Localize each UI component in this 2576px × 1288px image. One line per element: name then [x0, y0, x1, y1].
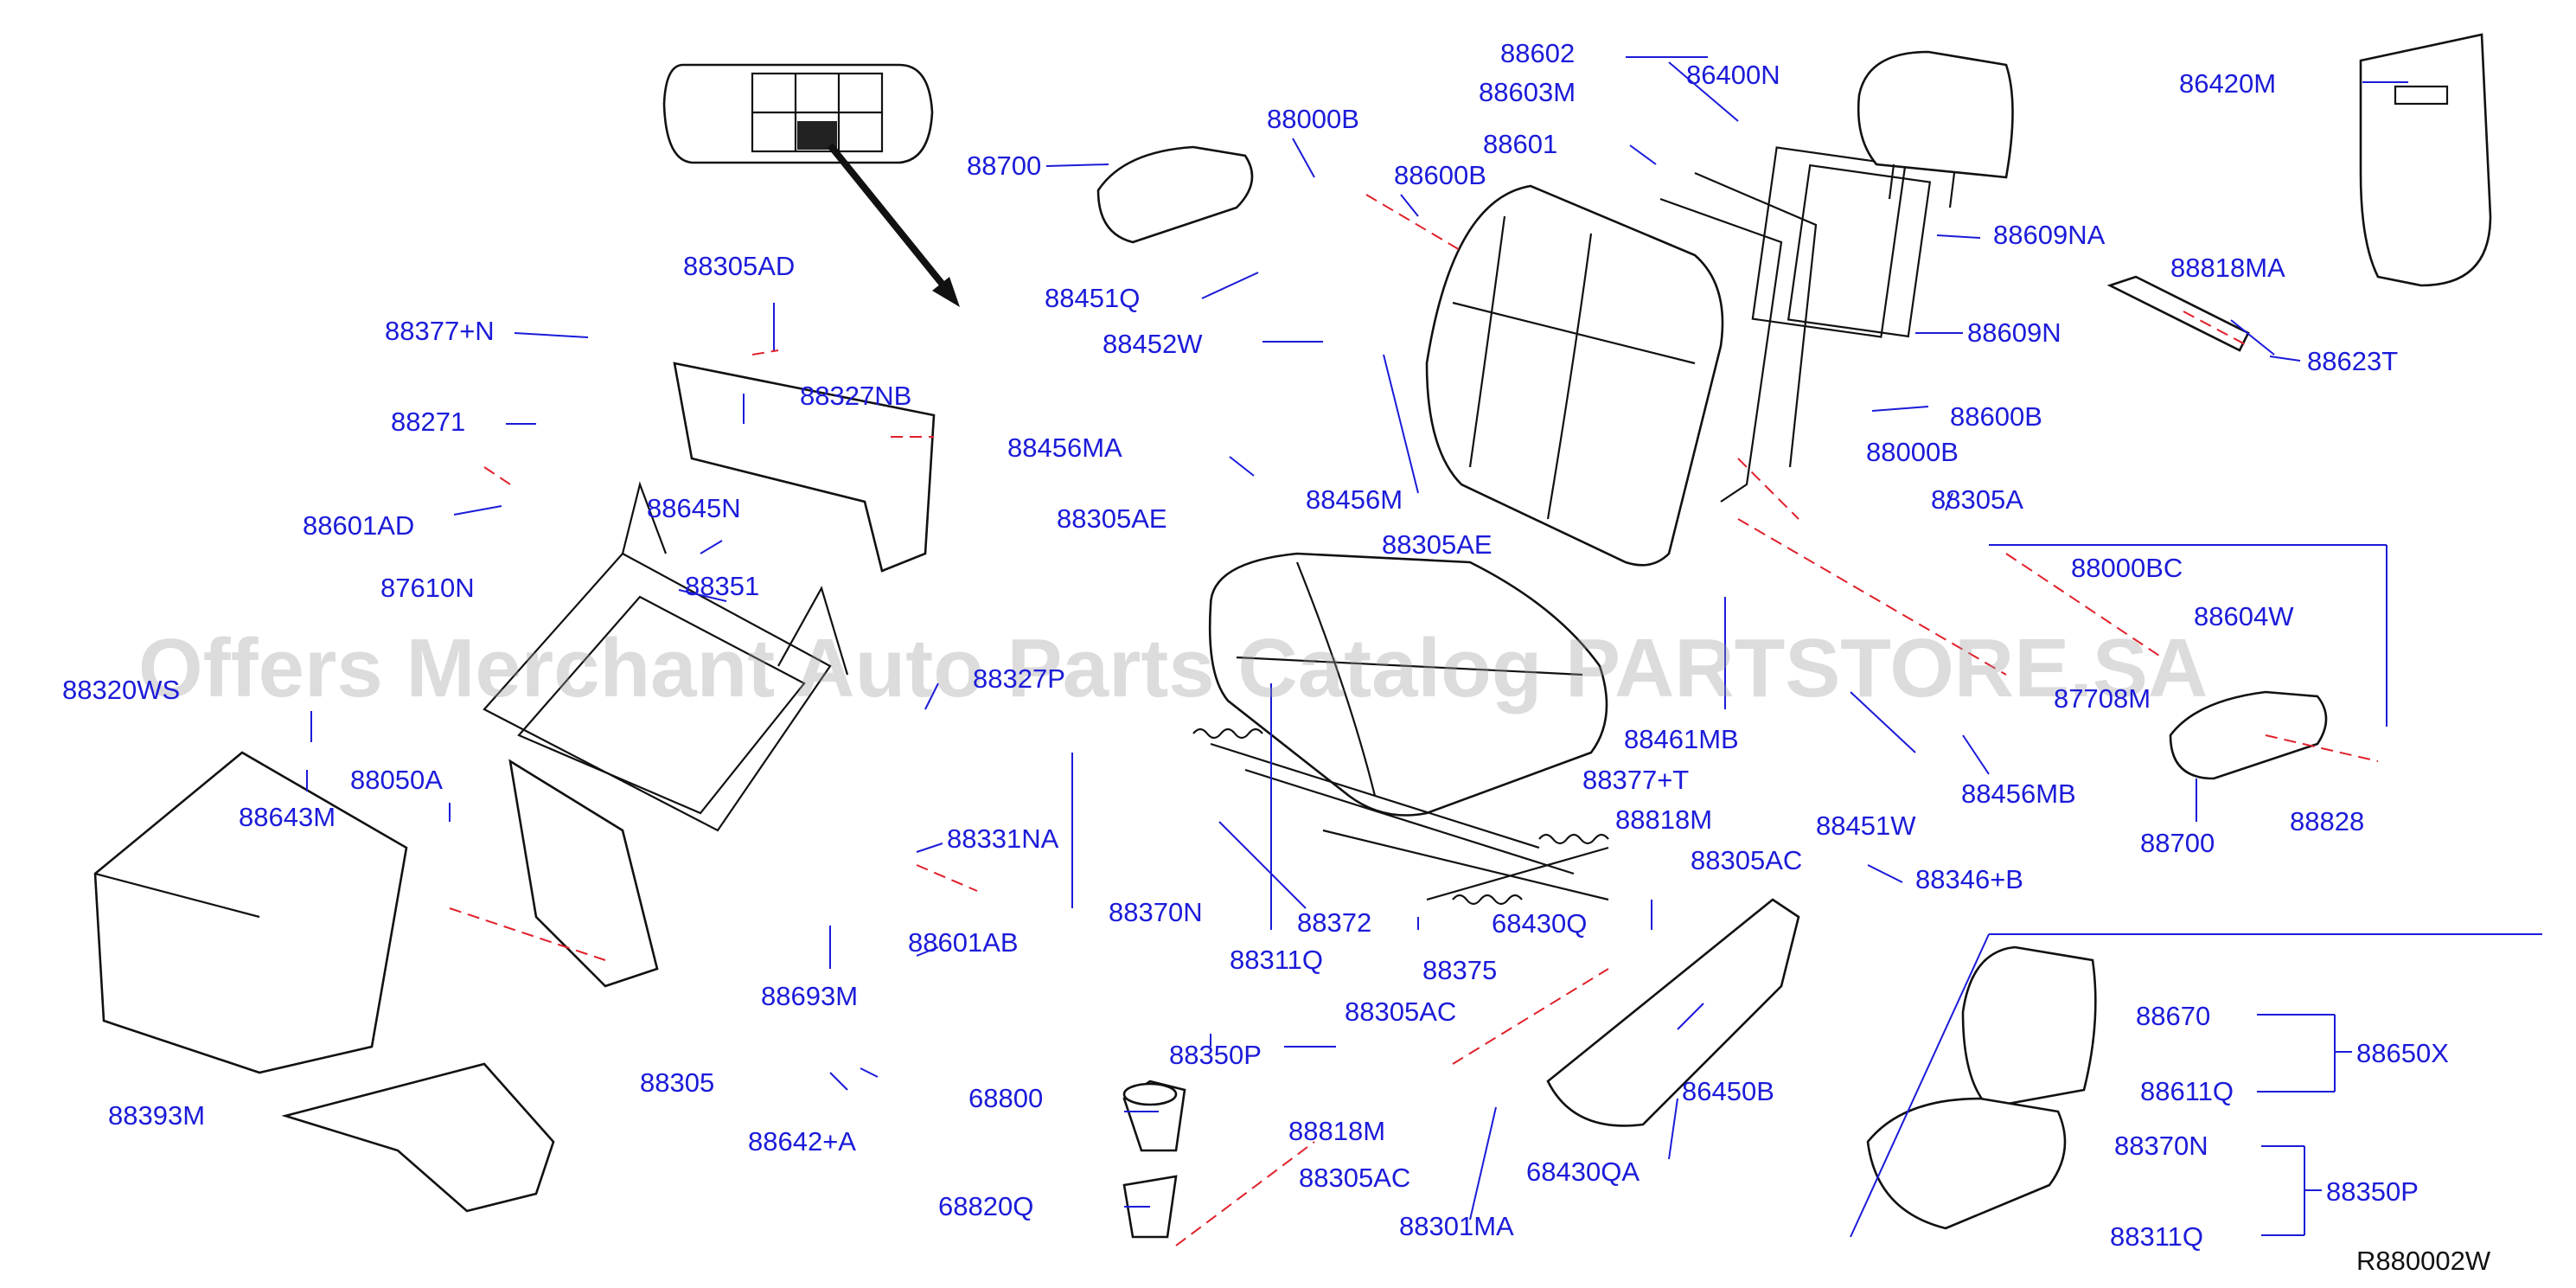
part-label[interactable]: 88305 — [640, 1067, 714, 1098]
armrest-left — [1096, 145, 1254, 244]
seat-assembly-inset — [1866, 945, 2097, 1230]
seat-cushion — [1208, 552, 1608, 817]
part-label[interactable]: 88346+B — [1915, 864, 2023, 894]
headrest — [1857, 50, 2014, 208]
part-label[interactable]: 88601AD — [303, 510, 414, 541]
part-label[interactable]: 88818MA — [2170, 253, 2285, 283]
part-label[interactable]: 88818M — [1288, 1116, 1385, 1146]
seatback-board — [2359, 33, 2492, 287]
part-label[interactable]: 87610N — [380, 573, 475, 603]
storage-tray — [93, 751, 408, 1074]
part-label[interactable]: 88670 — [2136, 1001, 2210, 1031]
part-label[interactable]: 88377+T — [1582, 765, 1689, 795]
part-label[interactable]: 88601AB — [908, 927, 1019, 958]
part-label[interactable]: 88700 — [2140, 828, 2215, 858]
part-label[interactable]: 88271 — [391, 407, 465, 437]
part-label[interactable]: 88601 — [1483, 129, 1557, 159]
part-label[interactable]: 88643M — [239, 802, 336, 832]
part-label[interactable]: 88305AE — [1057, 503, 1167, 534]
part-label[interactable]: 88456MA — [1007, 433, 1122, 463]
part-label[interactable]: 88609N — [1967, 317, 2061, 348]
diagram-reference-code: R880002W — [2356, 1246, 2491, 1276]
finisher-strip — [2106, 275, 2250, 352]
part-label[interactable]: 88301MA — [1399, 1211, 1514, 1241]
part-label[interactable]: 88828 — [2290, 806, 2364, 836]
part-label[interactable]: 88693M — [761, 981, 858, 1011]
part-label[interactable]: 88305AD — [683, 251, 795, 281]
leader-lines — [306, 56, 2542, 1238]
seat-back-frame — [1659, 146, 1932, 503]
part-label[interactable]: 88305AC — [1299, 1163, 1410, 1193]
floor-duct — [281, 1062, 555, 1213]
part-label[interactable]: 88611Q — [2140, 1076, 2234, 1106]
dashed-assembly-lines — [449, 194, 2379, 1246]
seat-side-cover — [673, 362, 936, 573]
part-label[interactable]: 88393M — [108, 1100, 205, 1131]
part-label[interactable]: 88456M — [1306, 484, 1403, 515]
part-label[interactable]: 88350P — [2326, 1176, 2419, 1207]
part-label[interactable]: 88451Q — [1045, 283, 1140, 313]
part-label[interactable]: 88000B — [1866, 437, 1959, 467]
part-label[interactable]: 88050A — [350, 765, 443, 795]
part-label[interactable]: 68800 — [968, 1083, 1043, 1113]
part-label[interactable]: 68430Q — [1492, 908, 1587, 939]
part-label[interactable]: 88370N — [1109, 897, 1203, 927]
armrest-right — [2169, 690, 2328, 780]
part-label[interactable]: 88452W — [1103, 329, 1203, 359]
part-label[interactable]: 88700 — [967, 151, 1041, 181]
part-label[interactable]: 88327P — [973, 663, 1065, 694]
part-label[interactable]: 88305A — [1931, 484, 2023, 515]
part-label[interactable]: 88818M — [1615, 804, 1712, 835]
part-label[interactable]: 88451W — [1816, 811, 1916, 841]
part-label[interactable]: 86450B — [1682, 1076, 1774, 1106]
part-label[interactable]: 88372 — [1297, 907, 1371, 938]
seat-cushion-frame — [483, 481, 849, 988]
seat-side-trim — [1546, 898, 1800, 1127]
part-label[interactable]: 88311Q — [2110, 1221, 2203, 1252]
part-label[interactable]: 88600B — [1394, 160, 1486, 190]
part-label[interactable]: 88305AC — [1691, 845, 1802, 875]
part-label[interactable]: 88602 — [1500, 38, 1575, 68]
part-label[interactable]: 68430QA — [1526, 1157, 1640, 1187]
part-labels: 88700 88000B 88600B 88451Q 88452W 88456M… — [62, 38, 2449, 1252]
part-label[interactable]: 88456MB — [1961, 779, 2076, 809]
part-label[interactable]: 88000B — [1267, 104, 1359, 134]
cup-holder — [1122, 1080, 1186, 1239]
part-label[interactable]: 88645N — [647, 493, 741, 523]
part-label[interactable]: 88600B — [1950, 401, 2042, 432]
cushion-springs — [1192, 727, 1609, 906]
vehicle-locator-inset — [662, 63, 960, 307]
part-label[interactable]: 88331NA — [947, 823, 1059, 854]
part-label[interactable]: 88623T — [2307, 346, 2398, 376]
part-label[interactable]: 86400N — [1686, 60, 1780, 90]
part-label[interactable]: 88642+A — [748, 1126, 856, 1157]
seat-back-cushion — [1425, 184, 1724, 567]
part-label[interactable]: 88603M — [1479, 77, 1576, 107]
part-label[interactable]: 88350P — [1169, 1040, 1262, 1070]
part-label[interactable]: 88320WS — [62, 675, 180, 705]
part-label[interactable]: 88327NB — [800, 381, 911, 411]
part-label[interactable]: 88375 — [1422, 955, 1497, 985]
part-label[interactable]: 87708M — [2054, 683, 2151, 714]
part-label[interactable]: 88370N — [2114, 1131, 2208, 1161]
part-label[interactable]: 68820Q — [938, 1191, 1033, 1221]
part-label[interactable]: 88000BC — [2071, 553, 2183, 583]
part-label[interactable]: 88377+N — [385, 316, 495, 346]
part-label[interactable]: 88609NA — [1993, 220, 2106, 250]
part-label[interactable]: 88604W — [2194, 601, 2294, 631]
part-label[interactable]: 88305AC — [1345, 996, 1456, 1027]
part-label[interactable]: 88351 — [685, 571, 759, 601]
part-label[interactable]: 88305AE — [1382, 529, 1493, 560]
watermark-text: Offers Merchant Auto Parts Catalog PARTS… — [138, 622, 2208, 714]
part-label[interactable]: 88461MB — [1624, 724, 1739, 754]
part-label[interactable]: 86420M — [2179, 68, 2276, 99]
part-label[interactable]: 88311Q — [1230, 945, 1323, 975]
part-label[interactable]: 88650X — [2356, 1038, 2449, 1068]
